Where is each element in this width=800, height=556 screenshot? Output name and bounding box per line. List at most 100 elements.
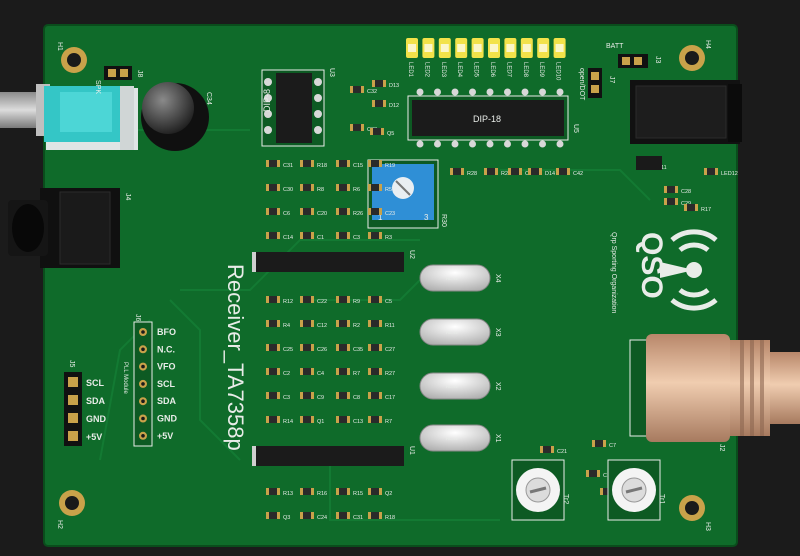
j5-pin-2: SDA xyxy=(86,396,106,406)
bnc-connector-right-j2: J2 xyxy=(629,334,800,452)
smd-part: R15 xyxy=(336,488,363,497)
pin xyxy=(556,88,564,96)
hole-label: H2 xyxy=(56,520,63,529)
part-ref: C8 xyxy=(353,395,360,401)
smd-part: R16 xyxy=(300,488,327,497)
part-ref: C31 xyxy=(353,515,363,521)
led-label: LED10 xyxy=(555,62,561,81)
part-ref: R5 xyxy=(385,187,392,193)
pin-hole xyxy=(141,382,145,386)
led-7: LED7 xyxy=(504,38,517,78)
part-ref: C21 xyxy=(557,449,567,455)
ref-c34: C34 xyxy=(205,92,212,105)
j5-pin-1: SCL xyxy=(86,378,105,388)
part-ref: C5 xyxy=(385,299,392,305)
j6-pin-2: N.C. xyxy=(157,344,175,354)
smd-part: C9 xyxy=(300,392,324,401)
pin xyxy=(486,88,494,96)
part-ref: C9 xyxy=(317,395,324,401)
part-ref: C25 xyxy=(283,347,293,353)
smd-part: R8 xyxy=(300,184,324,193)
pin-hole xyxy=(141,364,145,369)
smd-part: D13 xyxy=(372,80,399,89)
pin xyxy=(504,140,511,148)
part-ref: R26 xyxy=(353,211,363,217)
part-ref: C42 xyxy=(573,171,583,177)
led-5: LED5 xyxy=(471,38,484,78)
smd-part: R27 xyxy=(368,368,395,377)
mounting-hole-h3: H3 xyxy=(679,495,711,531)
smd-part: C23 xyxy=(368,208,395,217)
crystal-label: X2 xyxy=(494,382,501,391)
smd-part: C32 xyxy=(350,86,377,95)
ref-j4: J4 xyxy=(124,193,131,201)
part-ref: R18 xyxy=(385,515,395,521)
trimmer-pot-r30: 1 3 R30 xyxy=(367,159,447,229)
smd-part: R7 xyxy=(336,368,360,377)
part-ref: D12 xyxy=(389,103,399,109)
led-label: LED9 xyxy=(538,62,544,78)
part-ref: LED12 xyxy=(721,171,738,177)
smd-part: R4 xyxy=(266,320,290,329)
smd-part: C13 xyxy=(336,416,363,425)
smd-part: C3 xyxy=(336,232,360,241)
part-ref: R9 xyxy=(353,299,360,305)
label-open-dot: open/DOT xyxy=(578,68,585,101)
part-ref: C15 xyxy=(353,163,363,169)
ic-u3: DIP-8 U3 xyxy=(261,68,335,147)
part-ref: R16 xyxy=(317,491,327,497)
label-spk: SPK xyxy=(94,80,101,94)
led-label: LED6 xyxy=(489,62,495,78)
j6-pin-4: SCL xyxy=(157,379,176,389)
smd-part: R9 xyxy=(336,296,360,305)
j6-pin-6: GND xyxy=(157,414,178,424)
part-ref: C20 xyxy=(317,211,327,217)
ref-r30: R30 xyxy=(440,214,447,227)
ic-u2: U2 xyxy=(252,250,415,272)
part-ref: C7 xyxy=(609,443,616,449)
part-ref: R2 xyxy=(353,323,360,329)
smd-part: R17 xyxy=(684,204,711,213)
part-ref: C13 xyxy=(353,419,363,425)
pin-hole xyxy=(141,347,145,352)
smd-part: C22 xyxy=(300,296,327,305)
smd-part: C20 xyxy=(300,208,327,217)
smd-part: C24 xyxy=(300,512,327,521)
smd-part: R6 xyxy=(336,184,360,193)
ref-j3: J3 xyxy=(654,56,661,64)
part-ref: R14 xyxy=(283,419,293,425)
smd-part: C4 xyxy=(300,368,324,377)
smd-part: C21 xyxy=(540,446,567,455)
header-j7: open/DOT J7 xyxy=(578,68,615,101)
smd-part: C12 xyxy=(300,320,327,329)
smd-part: R18 xyxy=(368,512,395,521)
part-ref: C26 xyxy=(317,347,327,353)
hole-label: H1 xyxy=(56,42,63,51)
pin xyxy=(434,88,441,96)
smd-part: R18 xyxy=(300,160,327,169)
led-2: LED2 xyxy=(422,38,435,78)
led-10: LED10 xyxy=(553,38,566,81)
part-ref: Q3 xyxy=(283,515,290,521)
part-ref: R7 xyxy=(353,371,360,377)
smd-part: C35 xyxy=(336,344,363,353)
led-label: LED2 xyxy=(423,62,429,78)
part-ref: C1 xyxy=(317,235,324,241)
trimmer-label: Tr1 xyxy=(658,494,665,504)
pin xyxy=(451,88,459,96)
led-label: LED3 xyxy=(440,62,446,78)
smd-part: C26 xyxy=(300,344,327,353)
hole-label: H3 xyxy=(704,522,711,531)
header-j5: J5 SCL SDA GND +5V xyxy=(64,360,107,446)
part-ref: C24 xyxy=(317,515,327,521)
pin xyxy=(469,88,476,96)
pin xyxy=(556,140,564,148)
smd-part: C5 xyxy=(368,296,392,305)
trimmer-label: Tr2 xyxy=(562,494,569,504)
part-ref: R3 xyxy=(385,235,392,241)
led-label: LED5 xyxy=(473,62,479,78)
